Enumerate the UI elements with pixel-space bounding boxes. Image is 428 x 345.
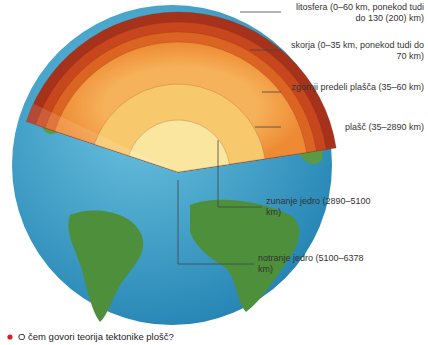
continent — [68, 210, 143, 322]
earth-layer — [36, 22, 327, 172]
layer-label: litosfera (0–60 km, ponekod tudi do 130 … — [286, 2, 424, 24]
layer-label: plašč (35–2890 km) — [345, 122, 424, 133]
layer-label: zgornji predeli plašča (35–60 km) — [291, 82, 424, 93]
question-text: O čem govori teorija tektonike plošč? — [18, 331, 174, 342]
earth-layer — [129, 120, 230, 172]
leader-line — [250, 50, 281, 51]
layer-label: zunanje jedro (2890–5100 km) — [266, 196, 386, 218]
bullet — [7, 334, 12, 339]
cut-face — [26, 104, 178, 172]
leader-line — [218, 140, 262, 207]
earth-layer — [45, 32, 316, 172]
cutaway — [26, 12, 336, 172]
earth-layer — [55, 42, 307, 172]
earth-layer — [26, 12, 336, 172]
leader-line — [262, 92, 281, 93]
leader-line — [255, 127, 281, 128]
earth-layer — [94, 84, 265, 172]
layer-label: skorja (0–35 km, ponekod tudi do 70 km) — [286, 40, 424, 62]
layer-label: notranje jedro (5100–6378 km) — [258, 253, 378, 275]
leader-lines — [178, 12, 281, 264]
leader-line — [178, 180, 254, 264]
leader-line — [240, 12, 281, 13]
